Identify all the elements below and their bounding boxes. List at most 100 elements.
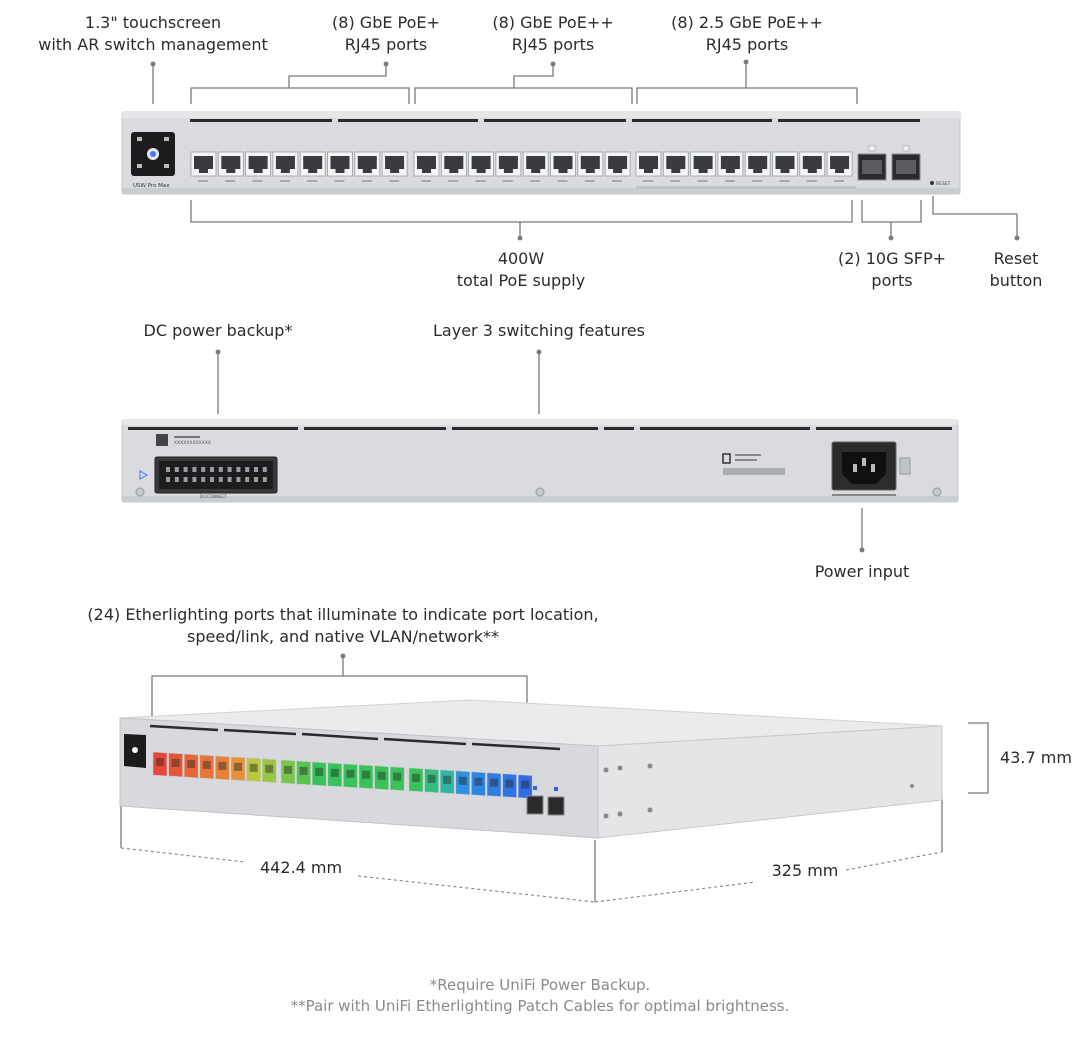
etherlighting-port bbox=[152, 751, 168, 777]
rj45-port bbox=[799, 151, 826, 182]
etherlighting-port bbox=[327, 762, 343, 788]
rj45-port bbox=[550, 151, 576, 182]
etherlighting-port bbox=[215, 755, 230, 781]
rj45-port bbox=[468, 151, 495, 182]
reset-leader bbox=[932, 196, 1018, 236]
rear-chassis: XXXXXXXXXXXX DC/CONNECT bbox=[121, 419, 959, 503]
depth-label: 325 mm bbox=[771, 861, 839, 880]
rj45-port bbox=[440, 151, 467, 182]
etherlighting-port bbox=[358, 764, 374, 790]
rj45-port bbox=[381, 151, 408, 182]
front-leader-lines bbox=[150, 59, 1020, 241]
rj45-port bbox=[245, 151, 272, 182]
rj45-port bbox=[327, 151, 353, 182]
rj45-port bbox=[772, 151, 798, 182]
height-bracket bbox=[968, 722, 989, 794]
footnote-patch-cables: **Pair with UniFi Etherlighting Patch Ca… bbox=[290, 997, 790, 1015]
etherlighting-port bbox=[230, 756, 246, 782]
etherlighting-label-line1: (24) Etherlighting ports that illuminate… bbox=[87, 605, 599, 624]
poe-plusplus-label-line1: (8) GbE PoE++ bbox=[492, 13, 614, 32]
rj45-port bbox=[635, 151, 662, 182]
etherlighting-port bbox=[296, 760, 311, 786]
etherlighting-port bbox=[374, 765, 389, 791]
serial-text: XXXXXXXXXXXX bbox=[174, 440, 211, 446]
etherlighting-port bbox=[168, 752, 183, 778]
poe-plus-bracket bbox=[190, 87, 410, 104]
rj45-port bbox=[604, 151, 631, 182]
footnote-power-backup: *Require UniFi Power Backup. bbox=[429, 976, 651, 994]
etherlighting-port-row bbox=[152, 751, 533, 799]
poe-budget-label: 400W total PoE supply bbox=[440, 248, 602, 292]
reset-text: RESET bbox=[936, 181, 951, 187]
front-chassis: USW Pro Max RESET bbox=[121, 111, 961, 195]
touchscreen-label: 1.3" touchscreen with AR switch manageme… bbox=[36, 12, 270, 56]
poe-plus-label-line1: (8) GbE PoE+ bbox=[332, 13, 440, 32]
dc-connector-text: DC/CONNECT bbox=[200, 494, 227, 499]
etherlighting-port bbox=[261, 758, 277, 784]
mgbe-label-line1: (8) 2.5 GbE PoE++ bbox=[671, 13, 823, 32]
sfp-port-pair bbox=[857, 145, 921, 181]
etherlighting-label: (24) Etherlighting ports that illuminate… bbox=[60, 604, 626, 648]
rear-leader-lines bbox=[215, 349, 865, 553]
etherlighting-port bbox=[408, 767, 424, 793]
dc-backup-label: DC power backup* bbox=[143, 321, 293, 340]
poe-plusplus-label: (8) GbE PoE++ RJ45 ports bbox=[478, 12, 628, 56]
etherlighting-port bbox=[424, 768, 439, 794]
rj45-port bbox=[826, 151, 853, 182]
etherlighting-port bbox=[183, 753, 199, 779]
rj45-port bbox=[354, 151, 381, 182]
rj45-port bbox=[217, 151, 244, 182]
angled-chassis bbox=[119, 699, 943, 839]
sfp-bracket bbox=[861, 200, 922, 223]
width-label: 442.4 mm bbox=[259, 858, 343, 877]
etherlighting-port bbox=[517, 774, 533, 799]
sfp-label-line2: ports bbox=[871, 271, 913, 290]
rj45-port bbox=[744, 151, 771, 182]
model-text: USW Pro Max bbox=[133, 183, 170, 189]
etherlighting-port bbox=[311, 761, 327, 787]
rj45-port bbox=[190, 151, 217, 182]
poe-plusplus-label-line2: RJ45 ports bbox=[511, 35, 595, 54]
sfp-label-line1: (2) 10G SFP+ bbox=[837, 249, 946, 268]
poe-budget-bracket bbox=[190, 200, 853, 223]
rj45-port bbox=[299, 151, 326, 182]
rj45-port bbox=[717, 151, 744, 182]
rj45-port bbox=[577, 151, 604, 182]
rj45-port bbox=[495, 151, 522, 182]
reset-label: Reset button bbox=[978, 248, 1054, 292]
mgbe-label: (8) 2.5 GbE PoE++ RJ45 ports bbox=[662, 12, 832, 56]
etherlighting-port bbox=[502, 773, 517, 798]
rj45-port bbox=[690, 151, 716, 182]
etherlighting-port bbox=[199, 754, 215, 780]
touchscreen-label-line2: with AR switch management bbox=[38, 35, 268, 54]
rj45-port bbox=[522, 151, 549, 182]
etherlighting-label-line2: speed/link, and native VLAN/network** bbox=[187, 627, 499, 646]
etherlighting-port bbox=[455, 770, 471, 796]
etherlighting-port bbox=[280, 759, 296, 785]
layer3-label: Layer 3 switching features bbox=[433, 321, 645, 340]
dimension-lines bbox=[120, 847, 943, 903]
etherlighting-port bbox=[246, 757, 261, 783]
etherlighting-port bbox=[439, 769, 455, 795]
poe-plus-label-line2: RJ45 ports bbox=[344, 35, 428, 54]
reset-button bbox=[930, 181, 934, 185]
power-input-label: Power input bbox=[814, 562, 910, 581]
poe-plus-label: (8) GbE PoE+ RJ45 ports bbox=[316, 12, 456, 56]
height-label: 43.7 mm bbox=[1000, 748, 1072, 767]
touchscreen-label-line1: 1.3" touchscreen bbox=[84, 13, 222, 32]
etherlighting-port bbox=[471, 771, 486, 797]
etherlighting-port bbox=[389, 766, 405, 792]
rj45-port bbox=[272, 151, 299, 182]
sfp-label: (2) 10G SFP+ ports bbox=[831, 248, 953, 292]
reset-label-line1: Reset bbox=[993, 249, 1039, 268]
poe-budget-label-line1: 400W bbox=[497, 249, 545, 268]
etherlighting-port bbox=[343, 763, 358, 789]
rj45-port bbox=[413, 151, 440, 182]
poe-plusplus-bracket bbox=[414, 87, 633, 104]
reset-label-line2: button bbox=[989, 271, 1043, 290]
poe-budget-label-line2: total PoE supply bbox=[456, 271, 586, 290]
rj45-port bbox=[662, 151, 689, 182]
mgbe-bracket bbox=[636, 87, 858, 104]
